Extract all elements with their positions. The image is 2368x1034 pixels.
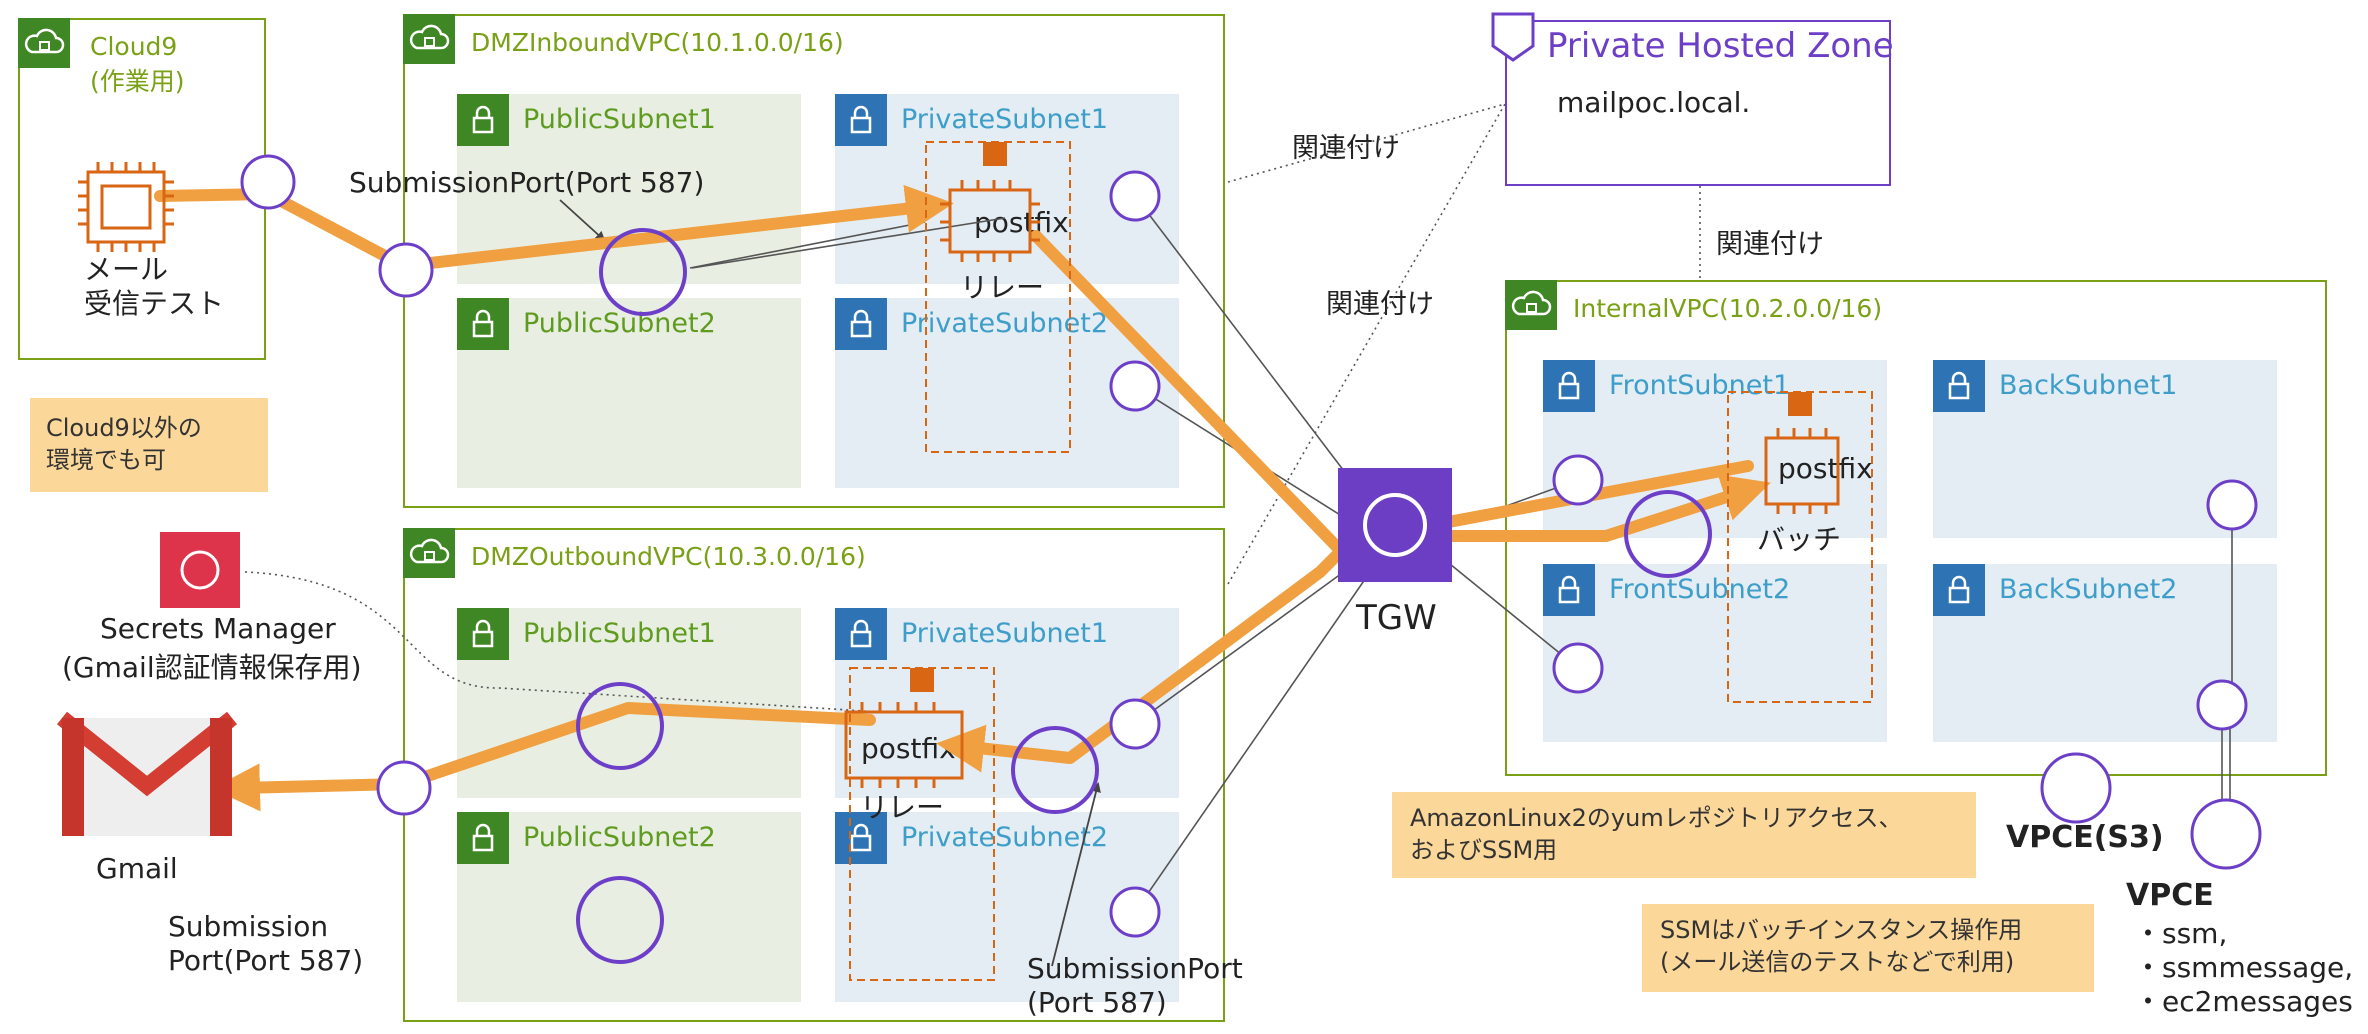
lock-icon <box>835 298 887 350</box>
postfix-label: postfix <box>974 206 1069 239</box>
cloud-icon <box>403 14 455 64</box>
ssm-note-line2: (メール送信のテストなどで利用) <box>1660 948 2015 976</box>
subnet-title: FrontSubnet2 <box>1609 574 1791 605</box>
subnet-title: PublicSubnet1 <box>523 618 716 649</box>
dmz-outbound-title: DMZOutboundVPC(10.3.0.0/16) <box>471 542 866 571</box>
lock-icon <box>835 812 887 864</box>
subnet-title: BackSubnet1 <box>1999 370 2178 401</box>
vpc-endpoint-icon <box>2040 752 2262 870</box>
cloud-icon <box>18 18 70 68</box>
cloud9-note-line2: 環境でも可 <box>46 446 166 474</box>
lock-icon <box>457 608 509 660</box>
cloud-icon <box>403 528 455 578</box>
auto-scaling-icon <box>910 142 1812 692</box>
ec2-instance-icon <box>1764 428 1840 514</box>
lock-icon <box>457 298 509 350</box>
dmz-inbound-public-subnet-2: PublicSubnet2 <box>457 298 801 488</box>
cloud9-instance-label-2: 受信テスト <box>84 287 225 320</box>
association-label-2: 関連付け <box>1326 289 1434 320</box>
dmz-inbound-title: DMZInboundVPC(10.1.0.0/16) <box>471 28 844 57</box>
vpce-title: VPCE <box>2126 878 2214 913</box>
tgw-label: TGW <box>1356 598 1437 638</box>
lock-icon <box>1933 564 1985 616</box>
lock-icon <box>1933 360 1985 412</box>
gmail-submission-label-1: Submission <box>168 910 329 943</box>
hosted-zone-domain: mailpoc.local. <box>1557 86 1751 119</box>
yum-note-line1: AmazonLinux2のyumレポジトリアクセス、 <box>1410 804 1903 832</box>
lock-icon <box>1543 564 1595 616</box>
load-balancer-icon <box>576 228 1712 964</box>
vpce-item-ssm: ・ssm, <box>2134 917 2228 950</box>
internal-vpc-title: InternalVPC(10.2.0.0/16) <box>1573 294 1883 323</box>
subnet-title: PrivateSubnet2 <box>901 308 1109 339</box>
ssm-note-line1: SSMはバッチインスタンス操作用 <box>1660 916 2023 944</box>
front-subnet-1: FrontSubnet1 <box>1543 360 1887 538</box>
gmail-icon <box>57 711 237 836</box>
cloud9-note-line1: Cloud9以外の <box>46 414 202 442</box>
gmail-label: Gmail <box>96 852 178 885</box>
internal-vpc: InternalVPC(10.2.0.0/16) FrontSubnet1 Fr… <box>1505 280 2327 776</box>
cloud9-instance-label-1: メール <box>84 253 169 286</box>
dmz-outbound-public-subnet-2: PublicSubnet2 <box>457 812 801 1002</box>
batch-label: バッチ <box>1757 523 1842 556</box>
vpce-item-ec2messages: ・ec2messages <box>2134 985 2353 1018</box>
lock-icon <box>835 94 887 146</box>
secrets-manager-label-1: Secrets Manager <box>100 612 336 645</box>
dmz-outbound-vpc: DMZOutboundVPC(10.3.0.0/16) PublicSubnet… <box>403 528 1243 1022</box>
yum-note: AmazonLinux2のyumレポジトリアクセス、 およびSSM用 <box>1392 792 1976 878</box>
cloud9-title: Cloud9 <box>90 32 178 61</box>
lock-icon <box>1543 360 1595 412</box>
subnet-title: FrontSubnet1 <box>1609 370 1791 401</box>
submission-port-pointer-2 <box>1051 782 1101 967</box>
front-subnet-2: FrontSubnet2 <box>1543 564 1887 742</box>
cloud9-note: Cloud9以外の 環境でも可 <box>30 398 268 492</box>
submission-port-label: SubmissionPort(Port 587) <box>349 166 705 199</box>
submission-port-pointer <box>559 199 606 242</box>
private-hosted-zone: Private Hosted Zone mailpoc.local. <box>1505 20 1894 186</box>
secrets-manager-label-2: (Gmail認証情報保存用) <box>62 651 362 684</box>
subnet-title: PrivateSubnet1 <box>901 618 1109 649</box>
gmail-submission-label-2: Port(Port 587) <box>168 944 364 977</box>
submission-port-label-1: SubmissionPort <box>1027 952 1243 985</box>
lock-icon <box>457 812 509 864</box>
vpce-s3-label: VPCE(S3) <box>2006 820 2164 855</box>
private-hosted-zone-title: Private Hosted Zone <box>1547 26 1894 66</box>
secrets-manager-icon <box>160 532 240 608</box>
ssm-note: SSMはバッチインスタンス操作用 (メール送信のテストなどで利用) <box>1642 904 2094 992</box>
hosted-zone-icon <box>1491 12 1535 62</box>
subnet-title: PrivateSubnet1 <box>901 104 1109 135</box>
subnet-title: PublicSubnet2 <box>523 822 716 853</box>
postfix-label: postfix <box>1778 452 1873 485</box>
subnet-title: PublicSubnet1 <box>523 104 716 135</box>
cloud-icon <box>1505 280 1557 330</box>
cloud9-subtitle: (作業用) <box>90 67 185 96</box>
transit-gateway-icon <box>1338 468 1452 582</box>
subnet-title: PrivateSubnet2 <box>901 822 1109 853</box>
dmz-inbound-public-subnet-1: PublicSubnet1 <box>457 94 801 284</box>
submission-port-label-2: (Port 587) <box>1027 986 1167 1019</box>
ec2-instance-icon <box>940 180 1040 262</box>
subnet-title: BackSubnet2 <box>1999 574 2178 605</box>
internet-gateway-icon <box>240 154 434 816</box>
tgw-attachment-lines <box>689 195 2233 913</box>
relay-label: リレー <box>960 271 1045 304</box>
ec2-instance-icon <box>844 702 964 788</box>
vpce-item-ssmmessage: ・ssmmessage, <box>2134 951 2354 984</box>
back-subnet-1: BackSubnet1 <box>1933 360 2277 538</box>
lock-icon <box>457 94 509 146</box>
association-label-3: 関連付け <box>1716 229 1824 260</box>
lock-icon <box>835 608 887 660</box>
ec2-instance-icon <box>78 162 174 252</box>
dmz-outbound-private-subnet-1: PrivateSubnet1 <box>835 608 1179 798</box>
subnet-title: PublicSubnet2 <box>523 308 716 339</box>
yum-note-line2: およびSSM用 <box>1410 836 1558 864</box>
dmz-inbound-vpc: DMZInboundVPC(10.1.0.0/16) PublicSubnet1… <box>349 14 1225 508</box>
network-interface-icon <box>1109 170 2258 938</box>
association-lines <box>244 103 1701 713</box>
relay-label: リレー <box>860 791 945 824</box>
